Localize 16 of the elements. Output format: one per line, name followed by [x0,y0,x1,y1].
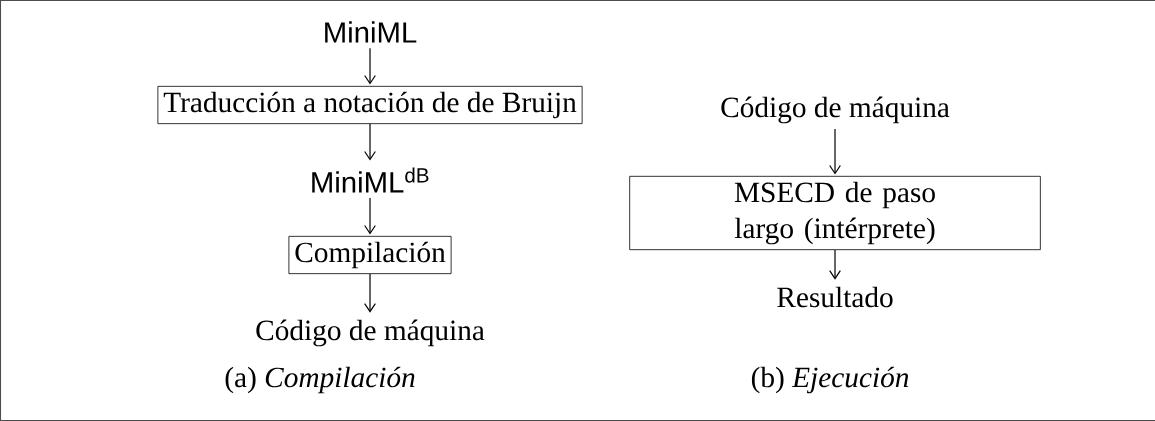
arrow [829,128,841,175]
flow-text: Resultado [777,286,893,308]
process-box: Compilación [288,235,452,275]
subfigure-caption: (b) Ejecución [751,366,909,394]
subfigure-caption: (a) Compilación [225,366,415,394]
arrow [364,273,376,313]
flow-text: MiniML$^{dB}$ [312,167,429,193]
arrow [364,123,376,161]
flow-text: Código de máquina [721,96,950,124]
arrow [364,197,376,235]
process-box: MSECD de paso largo (intérprete) [629,175,1041,251]
arrow [829,249,841,280]
flow-text: Código de máquina [256,319,485,347]
arrow [364,47,376,85]
flow-text: MiniML [325,21,417,43]
process-box: Traducción a notación de de Bruijn [157,85,583,125]
